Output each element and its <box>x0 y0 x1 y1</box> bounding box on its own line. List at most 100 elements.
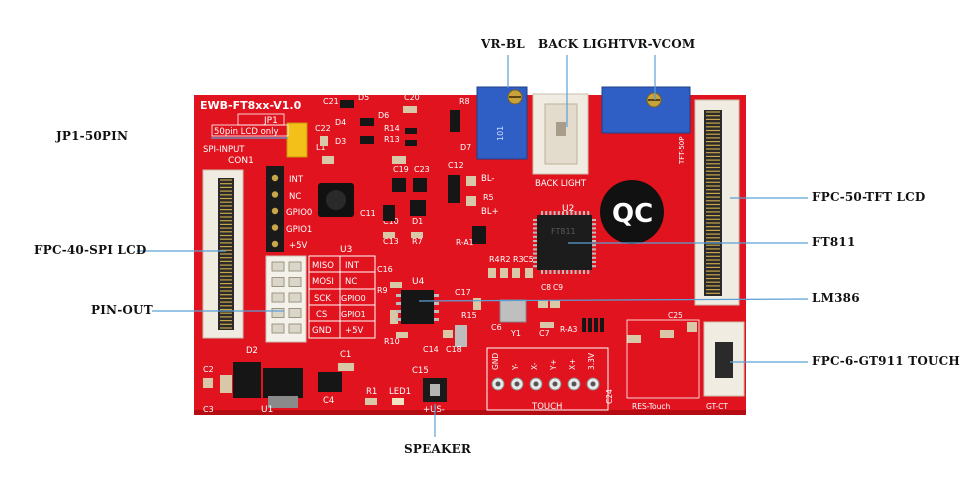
ic-pin <box>570 211 573 215</box>
callout-pin-out: PIN-OUT <box>91 303 153 317</box>
smd-component <box>383 205 395 221</box>
y1-label: Y1 <box>510 329 521 338</box>
ic-pin <box>592 261 596 263</box>
c22-label: C22 <box>315 124 331 133</box>
c23-label: C23 <box>414 165 430 174</box>
u1-tab <box>268 396 298 408</box>
pinout-mosi: MOSI <box>312 277 334 287</box>
pcb-edge-shadow <box>194 410 746 415</box>
con1-pin-gpio1: GPIO1 <box>286 225 312 235</box>
ic-pin <box>592 223 596 226</box>
d2-label: D2 <box>246 346 258 356</box>
ic-pin <box>533 252 537 255</box>
ic-pin <box>541 211 543 215</box>
ic-pin <box>557 270 560 274</box>
r4-label: R4 <box>489 255 500 264</box>
speaker-pad <box>430 384 440 396</box>
ic-pin <box>545 211 548 215</box>
smd-component <box>322 156 334 164</box>
callout-jp1-50pin: JP1-50PIN <box>56 129 129 143</box>
con1-label: CON1 <box>228 156 254 166</box>
smd-component <box>443 330 453 338</box>
d1-label: D1 <box>412 217 423 226</box>
touch-label: TOUCH <box>531 402 562 412</box>
us-label: +US- <box>423 405 445 415</box>
header-hole <box>271 174 279 182</box>
jp1-label: JP1 <box>263 116 278 126</box>
ic-pin <box>583 211 585 215</box>
pinout-pins <box>271 261 302 334</box>
r2-label: R2 <box>500 255 511 264</box>
r7-label: R7 <box>412 237 423 246</box>
jp1-note: 50pin LCD only <box>214 127 279 137</box>
pinout-nc: NC <box>345 277 357 287</box>
smd-component <box>540 322 554 328</box>
ic-pin <box>578 211 581 215</box>
header-hole <box>271 224 279 231</box>
pin-socket <box>271 292 285 303</box>
callout-vr-vcom: VR-VCOM <box>628 37 696 51</box>
callout-fpc-40-spi-lcd: FPC-40-SPI LCD <box>34 243 147 257</box>
pinout-table <box>308 255 376 339</box>
ic-pin <box>553 211 556 215</box>
con1-pin-nc: NC <box>289 192 301 202</box>
ic-pin <box>533 240 537 242</box>
ic-pin <box>566 270 569 274</box>
r3-label: R3 <box>513 255 524 264</box>
tft-50p-label: TFT-50P <box>678 137 686 165</box>
ic-pin <box>592 235 596 238</box>
fpc-50-pins <box>706 111 720 294</box>
smd-component <box>360 118 374 126</box>
c12-label: C12 <box>448 161 464 170</box>
smd-component <box>455 325 467 347</box>
callout-speaker: SPEAKER <box>404 442 472 456</box>
ic-pin <box>574 270 577 274</box>
smd-component <box>320 136 328 146</box>
touch-hole <box>552 381 558 387</box>
touch-pin-gnd: GND <box>491 353 500 370</box>
pinout-miso: MISO <box>312 261 334 271</box>
c16-label: C16 <box>377 265 393 274</box>
gt911-slot <box>715 342 733 378</box>
c7-label: C7 <box>539 329 550 338</box>
r1-label: R1 <box>366 387 377 397</box>
pin-socket <box>271 323 285 334</box>
pin-socket <box>271 277 285 287</box>
ic-pin <box>396 310 401 313</box>
smd-component <box>220 375 232 393</box>
c9-label: C9 <box>553 283 563 292</box>
callout-lm386: LM386 <box>812 291 860 305</box>
y1-crystal <box>499 299 527 323</box>
inductor-core <box>326 190 346 210</box>
pinout-cs: CS <box>316 310 327 320</box>
callout-back-light: BACK LIGHT <box>538 37 629 51</box>
header-hole <box>271 240 279 248</box>
touch-holes <box>491 377 600 391</box>
header-hole <box>271 207 279 215</box>
u2-pins <box>533 211 596 274</box>
con1-pin-int: INT <box>289 175 304 185</box>
smd-component <box>450 110 460 132</box>
ic-pin <box>583 270 585 274</box>
r13-label: R13 <box>384 135 400 144</box>
c17-label: C17 <box>455 288 471 297</box>
ic-pin <box>592 265 596 268</box>
r15-label: R15 <box>461 311 477 320</box>
u4-pins <box>396 294 439 321</box>
smd-component <box>390 310 398 324</box>
ic-pin <box>533 244 537 247</box>
ic-pin <box>592 248 596 251</box>
vr-bl-marking: 101 <box>496 126 505 141</box>
con1-pin-gpio0: GPIO0 <box>286 208 312 218</box>
ic-pin <box>549 211 552 215</box>
u3-label: U3 <box>340 245 352 255</box>
touch-pin-x-plus: X+ <box>568 359 577 370</box>
smd-parts <box>203 100 697 405</box>
c3-label: C3 <box>203 405 214 414</box>
c15-label: C15 <box>412 366 429 376</box>
vr-vcom-trimmer <box>601 86 691 134</box>
ic-pin <box>557 211 560 215</box>
jp1-note-box <box>211 124 289 137</box>
c6-label: C6 <box>491 323 502 332</box>
